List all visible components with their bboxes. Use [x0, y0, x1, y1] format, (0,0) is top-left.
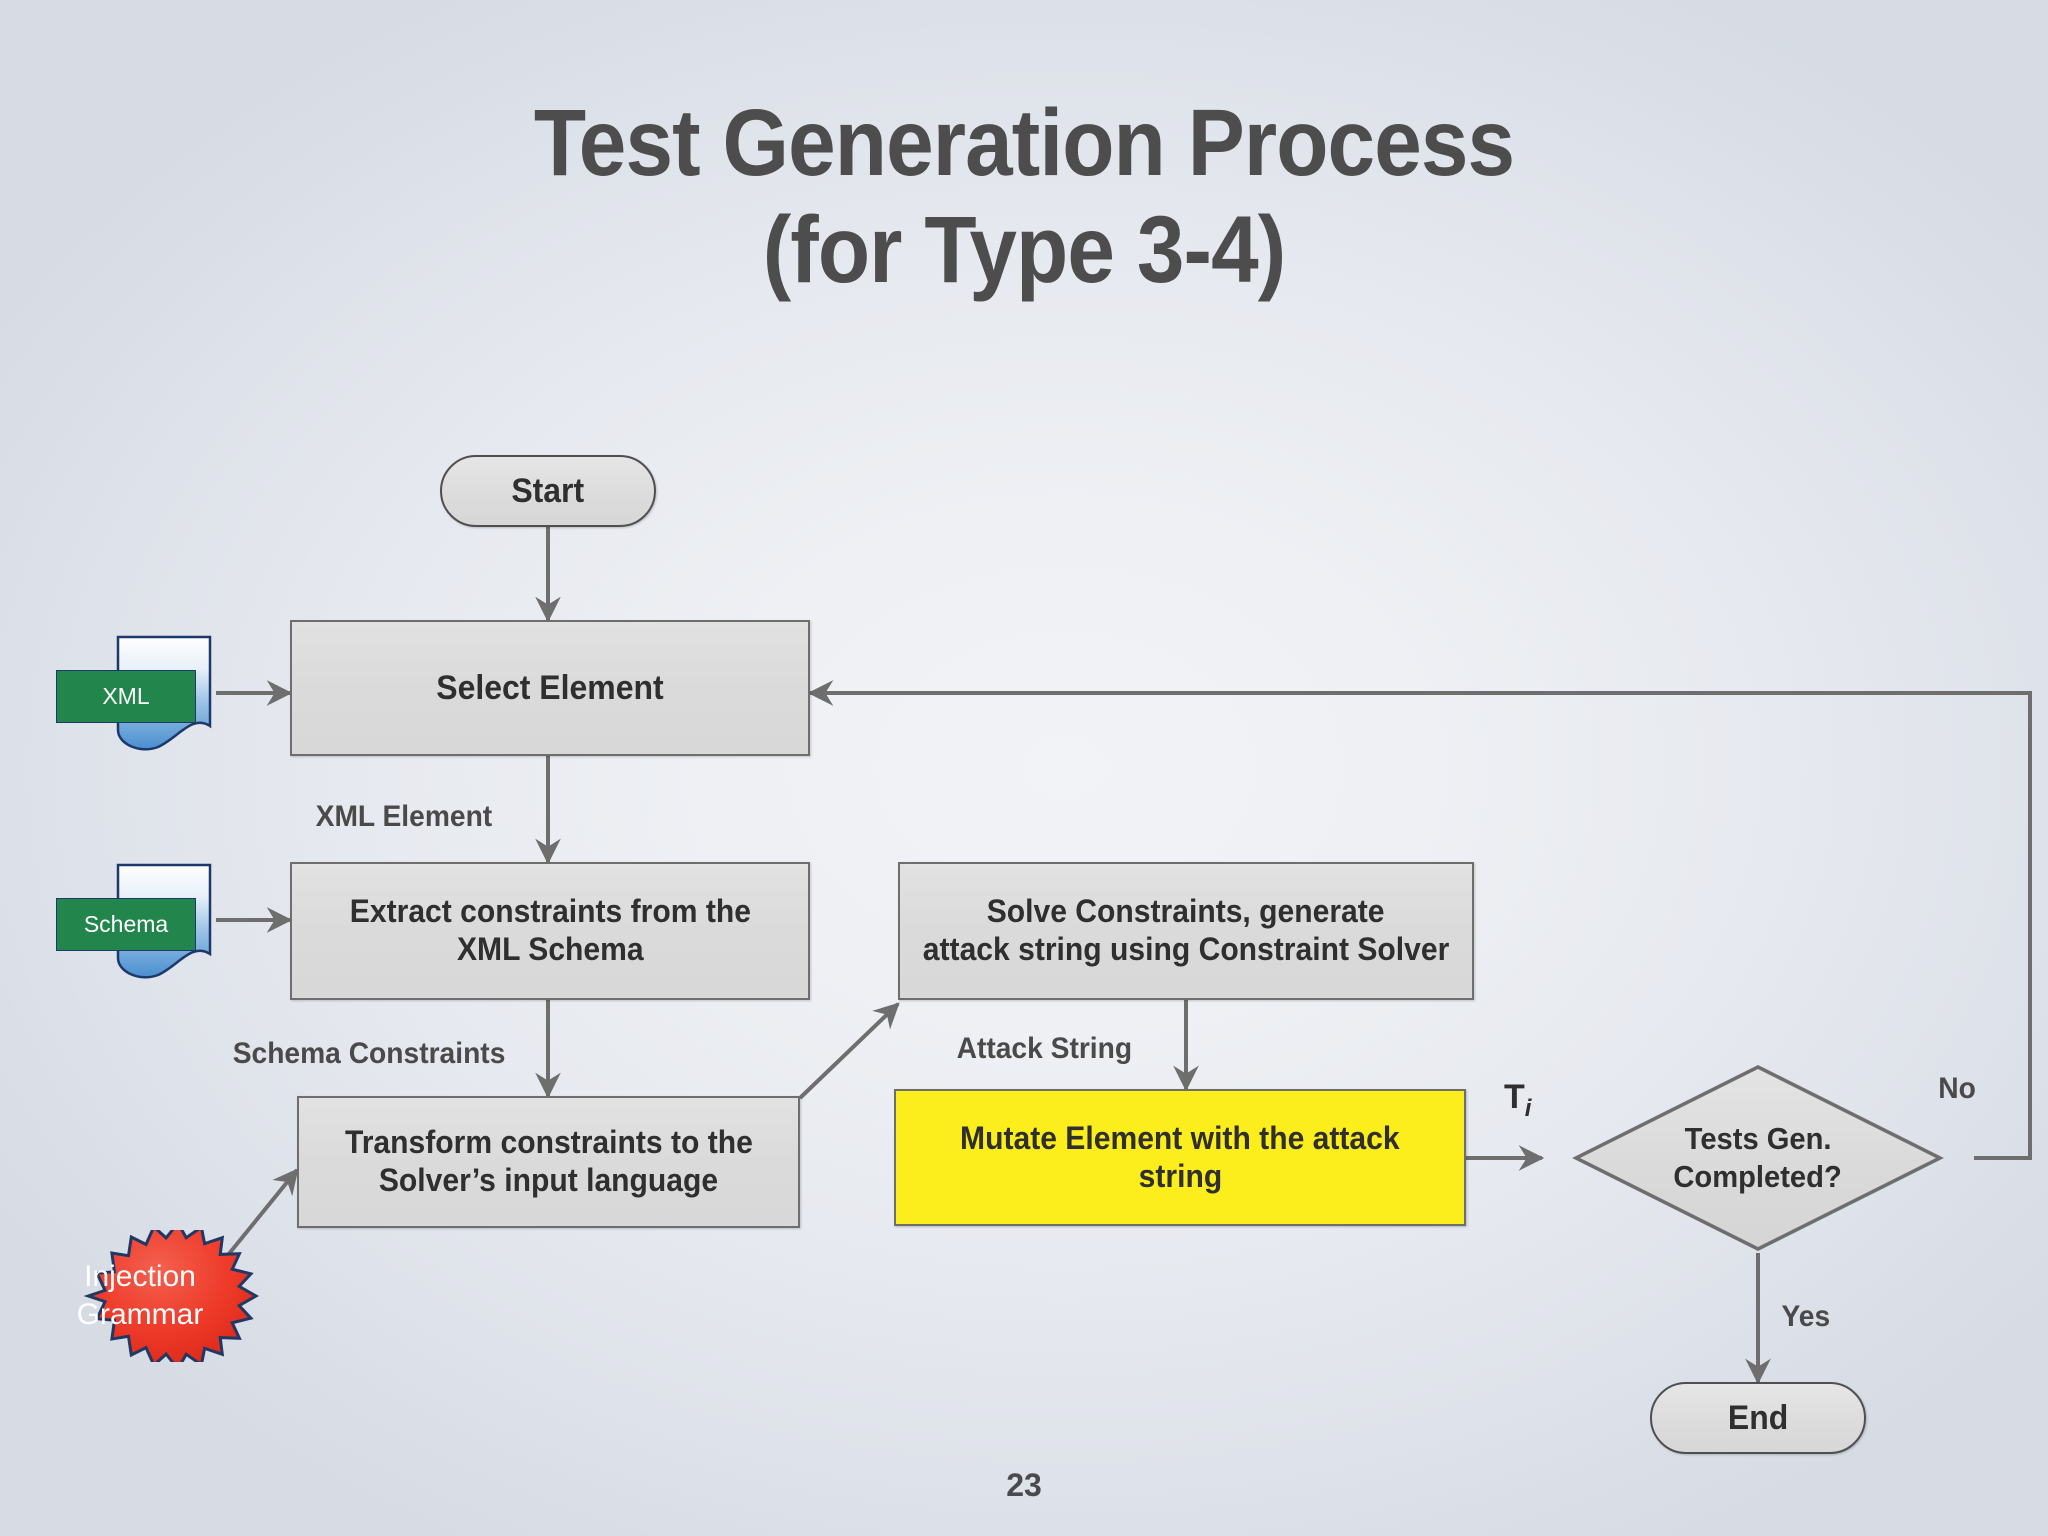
node-mutate-element[interactable]: Mutate Element with the attack string	[894, 1089, 1466, 1226]
node-transform-constraints-line-2: Solver’s input language	[378, 1162, 719, 1198]
edge-label-ti: Ti	[1504, 1078, 1531, 1123]
title-line-2: (for Type 3-4)	[762, 196, 1287, 303]
decision-line-2: Completed?	[1673, 1159, 1843, 1194]
edge-label-ti-subscript: i	[1524, 1094, 1532, 1122]
page-title: Test Generation Process (for Type 3-4)	[0, 92, 2048, 301]
schema-document-label: Schema	[83, 911, 169, 937]
schema-document-tag: Schema	[56, 898, 196, 951]
edge-label-no-text: No	[1938, 1072, 1976, 1105]
node-end-label: End	[1727, 1398, 1789, 1437]
injection-grammar-line-1: Injection	[84, 1260, 196, 1294]
node-transform-constraints-line-1: Transform constraints to the	[344, 1124, 753, 1161]
edge-label-schema-constraints-text: Schema Constraints	[232, 1037, 506, 1070]
node-extract-constraints[interactable]: Extract constraints from the XML Schema	[290, 862, 810, 1000]
node-mutate-element-line-2: string	[1138, 1157, 1222, 1194]
node-end[interactable]: End	[1650, 1382, 1866, 1454]
node-transform-constraints[interactable]: Transform constraints to the Solver’s in…	[297, 1096, 800, 1228]
injection-grammar-label: Injection Grammar	[20, 1230, 260, 1362]
edge-label-xml-element: XML Element	[310, 800, 498, 834]
node-solve-constraints[interactable]: Solve Constraints, generate attack strin…	[898, 862, 1474, 1000]
edge-label-schema-constraints: Schema Constraints	[224, 1037, 514, 1071]
node-solve-constraints-line-2: attack string using Constraint Solver	[922, 931, 1450, 967]
edge-label-xml-element-text: XML Element	[315, 800, 493, 833]
edge-label-yes: Yes	[1780, 1300, 1832, 1334]
edge-transform-to-solve	[798, 1002, 900, 1100]
node-tests-completed-decision-label: Tests Gen. Completed?	[1572, 1063, 1944, 1253]
injection-grammar-line-2: Grammar	[76, 1298, 204, 1331]
edge-label-no: No	[1937, 1072, 1977, 1106]
node-extract-constraints-line-1: Extract constraints from the	[349, 893, 751, 930]
edge-label-ti-base: T	[1504, 1078, 1525, 1116]
injection-grammar-starburst-icon[interactable]: Injection Grammar	[20, 1230, 260, 1362]
starburst-shape	[83, 1230, 260, 1362]
schema-document-icon[interactable]: Schema	[56, 862, 216, 980]
node-start-label: Start	[511, 471, 585, 510]
edge-label-attack-string-text: Attack String	[956, 1032, 1133, 1065]
node-select-element[interactable]: Select Element	[290, 620, 810, 756]
node-extract-constraints-line-2: XML Schema	[456, 931, 644, 967]
title-line-1: Test Generation Process	[533, 90, 1515, 196]
node-mutate-element-line-1: Mutate Element with the attack	[960, 1119, 1400, 1156]
node-solve-constraints-line-1: Solve Constraints, generate	[987, 893, 1385, 930]
node-select-element-label: Select Element	[436, 668, 664, 707]
edge-label-attack-string: Attack String	[951, 1032, 1138, 1066]
page-number: 23	[1006, 1467, 1042, 1503]
xml-document-icon[interactable]: XML	[56, 634, 216, 752]
xml-document-label: XML	[102, 683, 150, 709]
node-tests-completed-decision[interactable]: Tests Gen. Completed?	[1572, 1063, 1944, 1253]
node-start[interactable]: Start	[440, 455, 656, 527]
decision-line-1: Tests Gen.	[1684, 1121, 1832, 1157]
xml-document-tag: XML	[56, 670, 196, 723]
edge-label-yes-text: Yes	[1781, 1300, 1831, 1333]
